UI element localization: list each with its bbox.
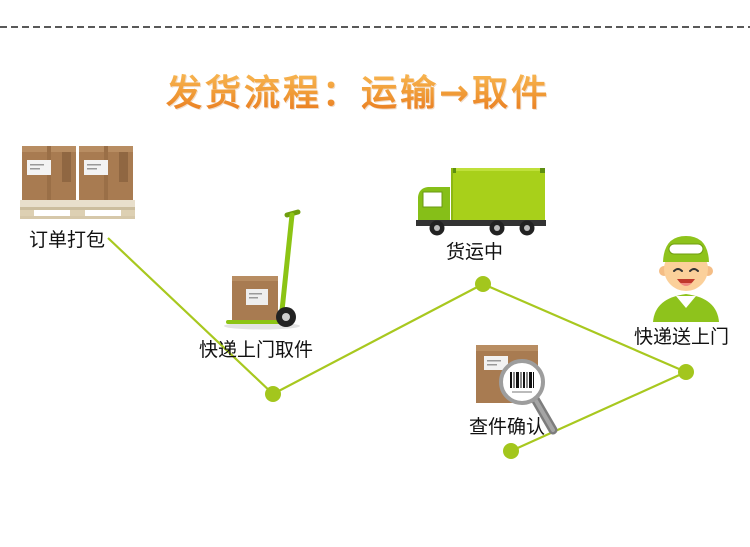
- flow-path: [107, 237, 688, 453]
- flow-point-3: [475, 276, 491, 292]
- flow-point-4: [678, 364, 694, 380]
- flow-point-2: [265, 386, 281, 402]
- page-title: 发货流程：运输→取件: [166, 73, 551, 114]
- magnifier-box-icon: [476, 345, 558, 435]
- step-label-pickup: 快递上门取件: [199, 339, 314, 361]
- hand-truck-icon: [224, 209, 301, 330]
- package-pallet-icon: [20, 146, 135, 219]
- step-label-door-delivery: 快递送上门: [634, 326, 730, 348]
- step-label-in-transit: 货运中: [446, 241, 504, 263]
- courier-icon: [653, 236, 719, 322]
- step-label-confirm: 查件确认: [469, 416, 546, 438]
- flow-point-5: [503, 443, 519, 459]
- step-label-order-packing: 订单打包: [29, 229, 106, 251]
- delivery-truck-icon: [416, 168, 546, 236]
